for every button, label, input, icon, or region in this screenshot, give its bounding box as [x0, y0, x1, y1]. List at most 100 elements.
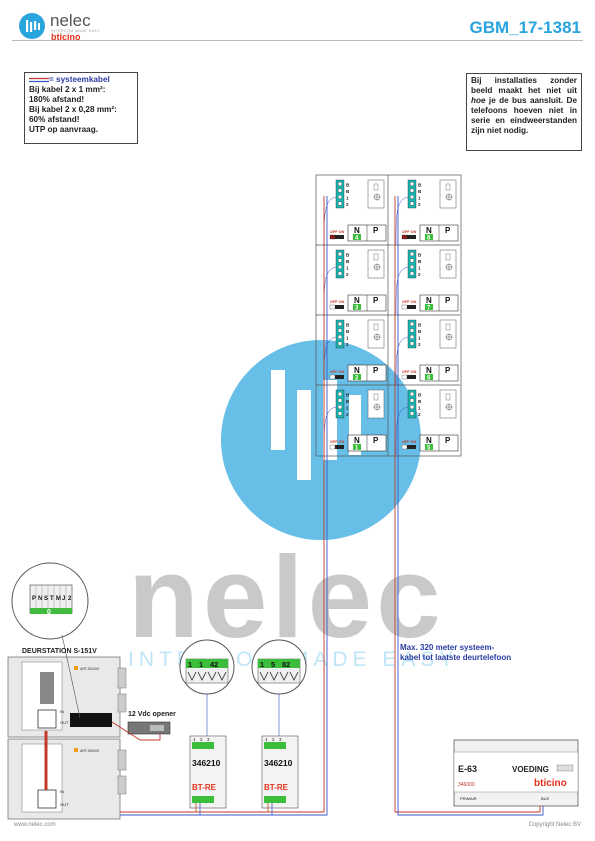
p-label: P [445, 366, 451, 375]
phone-terminal-label: 2 [418, 202, 421, 207]
cable-note-line: 180% afstand! [29, 95, 85, 104]
phone-terminal-label: B [346, 183, 350, 188]
p-label: P [373, 296, 379, 305]
off-on-switch [330, 305, 344, 309]
phone-terminal-label: B [418, 183, 422, 188]
phone-address-number: 4 [355, 236, 359, 242]
power-supply-label: VOEDING [512, 765, 549, 774]
installation-note-text: Bij installaties zonder beeld maakt het … [471, 76, 577, 95]
n-label: N [426, 226, 432, 235]
interface-model: 346210 [192, 758, 221, 768]
n-label: N [426, 296, 432, 305]
installation-note: Bij installaties zonder beeld maakt het … [466, 73, 582, 151]
interface-model: 346210 [264, 758, 293, 768]
off-on-switch [330, 235, 344, 239]
phone-terminal-label: 2 [418, 412, 421, 417]
phone-terminal-label: 1 [346, 336, 349, 341]
module-1-label: ART.351000 [80, 667, 99, 671]
n-label: N [354, 226, 360, 235]
n-dial [425, 374, 433, 380]
phone-terminal-block [407, 319, 417, 349]
module-in-label: IN [60, 709, 64, 714]
module-2-label: ART.352000 [80, 749, 99, 753]
phone-address-number: 8 [427, 236, 431, 242]
toggle-label: OFF ON [330, 230, 345, 234]
phone-terminal-label: 1 [418, 406, 421, 411]
brand-name: nelec [50, 11, 91, 30]
footer-website: www.nelec.com [14, 822, 56, 828]
off-on-switch [330, 375, 344, 379]
n-label: N [354, 436, 360, 445]
module-in-label: IN [60, 789, 64, 794]
brand-tagline: INTERCOM MADE EASY [51, 29, 101, 33]
phone-terminal-block [407, 179, 417, 209]
interface-terminal-label: 1 [265, 737, 268, 742]
opener-label: 12 Vdc opener [128, 711, 176, 718]
p-label: P [373, 436, 379, 445]
door-terminal-label: 2 [68, 596, 72, 602]
installation-note-text: je de bus aansluit. De telefoons hoeven … [471, 96, 577, 135]
interface-dip-label: 5 [271, 660, 275, 669]
header-divider [12, 40, 583, 41]
phone-terminal-label: B [418, 329, 422, 334]
partner-logo: bticino [51, 32, 81, 42]
phone-terminal-label: 2 [346, 202, 349, 207]
n-label: N [426, 436, 432, 445]
phone-grid-frame [315, 174, 462, 457]
n-dial [425, 444, 433, 450]
phone-terminal-label: 1 [346, 266, 349, 271]
phone-terminal-label: B [346, 253, 350, 258]
phone-address-number: 6 [427, 376, 431, 382]
n-dial [353, 374, 361, 380]
phone-terminal-label: B [418, 399, 422, 404]
n-dial [353, 234, 361, 240]
n-dial [425, 304, 433, 310]
phone-terminal-block [335, 179, 345, 209]
interface-dip-label: 82 [282, 660, 290, 669]
off-on-switch [330, 445, 344, 449]
door-station-address: 0 [47, 609, 51, 616]
n-dial [353, 444, 361, 450]
phone-terminal-block [407, 249, 417, 279]
phone-terminal-label: 1 [346, 196, 349, 201]
toggle-label: OFF ON [402, 440, 417, 444]
phone-address-number: 3 [355, 306, 359, 312]
toggle-label: OFF ON [330, 370, 345, 374]
power-prim-label: PRIMAIR [460, 796, 477, 801]
phone-terminal-label: 2 [418, 342, 421, 347]
p-label: P [445, 436, 451, 445]
toggle-label: OFF ON [402, 370, 417, 374]
distance-note-line: kabel tot laatste deurtelefoon [400, 653, 512, 662]
power-supply-model: 346000 [458, 782, 475, 788]
door-terminal-label: P [32, 596, 36, 602]
door-station [7, 656, 127, 820]
power-supply-name: E-63 [458, 764, 477, 774]
phone-terminal-label: 1 [418, 196, 421, 201]
toggle-label: OFF ON [330, 440, 345, 444]
phone-terminal-block [335, 319, 345, 349]
cable-note-line: 60% afstand! [29, 115, 80, 124]
power-bus-label: BUS [541, 796, 550, 801]
phone-terminal-block [335, 249, 345, 279]
phone-terminal-label: 1 [418, 336, 421, 341]
phone-terminal-label: B [418, 189, 422, 194]
n-dial [353, 304, 361, 310]
power-supply-brand: bticino [534, 778, 567, 789]
off-on-switch [402, 235, 416, 239]
door-terminal-label: N [38, 596, 42, 602]
n-label: N [354, 366, 360, 375]
toggle-label: OFF ON [402, 300, 417, 304]
bus-wiring [30, 196, 544, 816]
interface-label: BT-RE [264, 783, 289, 792]
interface-terminal-label: 3 [207, 737, 210, 742]
toggle-label: OFF ON [330, 300, 345, 304]
off-on-switch [402, 445, 416, 449]
toggle-label: OFF ON [402, 230, 417, 234]
